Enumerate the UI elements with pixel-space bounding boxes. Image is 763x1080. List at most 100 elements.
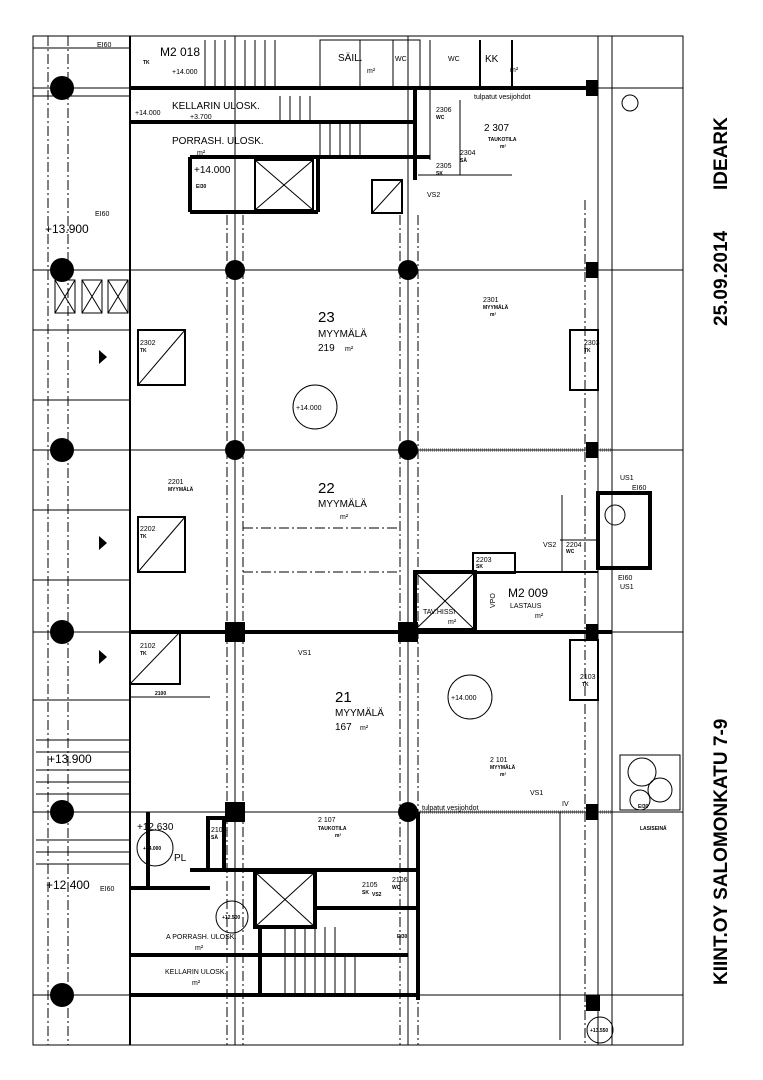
walls (54, 36, 681, 1045)
equipment-label: VS1 (530, 790, 543, 797)
room-name: PORRASH. ULOSK. (172, 136, 264, 147)
area-unit: m² (192, 980, 201, 987)
level-marker (447, 674, 493, 720)
room-type: WC (436, 115, 445, 121)
level-label: +14.000 (451, 695, 477, 702)
equipment-label: VS1 (298, 650, 311, 657)
room-number: 2100 (155, 691, 166, 697)
room-number: 22 (318, 480, 335, 497)
level-marker (136, 829, 174, 867)
room-type: TK (140, 348, 147, 354)
room-name: PL (174, 853, 187, 864)
room-number: 2102 (140, 643, 156, 650)
area-unit: m² (360, 725, 369, 732)
room-type: SÄ (211, 834, 218, 841)
room-number: 2304 (460, 150, 476, 157)
property-name: KIINT.OY SALOMONKATU 7-9 (711, 719, 732, 985)
room-number: 2301 (483, 297, 499, 304)
room-number: 2106 (392, 877, 408, 884)
room-type: TK (584, 348, 591, 354)
room-type: WC (392, 885, 401, 891)
area-unit: m² (345, 346, 354, 353)
area-unit: m² (500, 144, 506, 150)
room-number: 2305 (436, 163, 452, 170)
equipment-label: VS2 (543, 542, 556, 549)
window-boxes (54, 279, 129, 314)
room-name: MYYMÄLÄ (318, 498, 367, 510)
level-label: +14.000 (296, 405, 322, 412)
equipment-label: VS2 (427, 192, 440, 199)
structural-columns (50, 76, 600, 1011)
room-type: SK (476, 564, 483, 570)
room-number: 2202 (140, 526, 156, 533)
level-marker (215, 900, 249, 934)
note-label: tulpatut vesijohdot (474, 94, 530, 101)
room-name: MYYMÄLÄ (168, 486, 194, 493)
room-name: MYYMÄLÄ (483, 304, 509, 311)
room-type: TK (143, 60, 150, 66)
equipment-label: US1 (620, 584, 634, 591)
room-name: KK (485, 54, 499, 65)
note-label: tulpatut vesijohdot (422, 805, 478, 812)
room-name: WC (395, 56, 407, 63)
drawing-frame (32, 35, 684, 1046)
room-area: 167 (335, 722, 352, 733)
level-label: +12.500 (222, 915, 240, 921)
room-name: VPO (490, 593, 497, 608)
area-unit: m² (367, 68, 376, 75)
level-label: +14.000 (135, 110, 161, 117)
fire-class-label: EI60 (618, 575, 633, 582)
room-number: 2103 (580, 674, 596, 681)
room-name: WC (448, 56, 460, 63)
area-unit: m² (195, 945, 204, 952)
room-type: SÄ (460, 157, 467, 164)
room-name: A PORRASH. ULOSK. (166, 934, 236, 941)
area-unit: m² (197, 150, 206, 157)
room-number: 2 107 (318, 817, 336, 824)
area-unit: m² (490, 312, 496, 318)
area-unit: m² (340, 514, 349, 521)
fire-class-label: EI30 (397, 934, 408, 940)
drawing-date: 25.09.2014 (711, 230, 732, 326)
room-area: 219 (318, 343, 335, 354)
fire-class-label: EI60 (100, 886, 115, 893)
room-name: KELLARIN ULOSK. (165, 969, 227, 976)
fire-class-label: EI60 (95, 211, 110, 218)
room-number: 21 (335, 689, 352, 706)
room-type: SK (436, 171, 443, 177)
room-number: 2201 (168, 479, 184, 486)
room-number: 2302 (140, 340, 156, 347)
room-name: TAUKOTILA (318, 826, 347, 832)
area-unit: m² (335, 833, 341, 839)
room-name: MYYMÄLÄ (318, 328, 367, 340)
room-number: 2 101 (490, 757, 508, 764)
level-label: +12.630 (137, 822, 174, 833)
entrance-arrow-icon (99, 536, 107, 550)
level-label: +13.900 (45, 222, 89, 236)
room-number: 2303 (584, 340, 600, 347)
equipment-label: VS2 (372, 892, 382, 898)
room-number: M2 018 (160, 45, 200, 59)
level-label: +12.400 (46, 878, 90, 892)
room-number: 2306 (436, 107, 452, 114)
room-number: 2 307 (484, 123, 509, 134)
exterior-stairs (36, 739, 130, 865)
room-number: 2203 (476, 557, 492, 564)
room-number: 2104 (211, 827, 227, 834)
room-name: TAUKOTILA (488, 137, 517, 143)
level-label: +13.900 (48, 752, 92, 766)
equipment-label: US1 (620, 475, 634, 482)
area-unit: m² (448, 619, 457, 626)
room-name: LASTAUS (510, 603, 542, 610)
room-type: TK (582, 682, 589, 688)
fire-class-label: EI60 (632, 485, 647, 492)
room-name: MYYMÄLÄ (335, 707, 384, 719)
level-label: +14.000 (172, 69, 198, 76)
room-name: MYYMÄLÄ (490, 764, 516, 771)
area-unit: m² (510, 67, 519, 74)
company-name: IDEARK (711, 117, 732, 190)
entrance-arrow-icon (99, 650, 107, 664)
level-marker (292, 384, 338, 430)
room-name: TAV.HISSI (423, 609, 455, 616)
